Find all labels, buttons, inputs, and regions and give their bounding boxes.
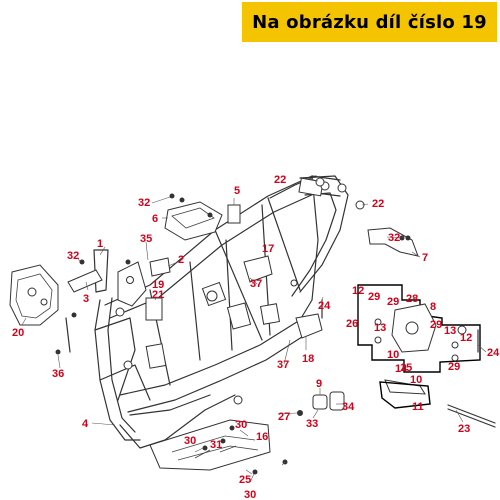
leader-lines [21, 177, 487, 483]
callout-label: 30 [235, 419, 247, 431]
right-bracket-part [367, 227, 419, 257]
bushing-part [312, 394, 328, 410]
callout-label: 27 [278, 411, 290, 423]
callout-label: 24 [318, 300, 331, 312]
front-bracket-part [9, 264, 59, 326]
callout-label: 36 [52, 368, 64, 380]
skid-plate-part [149, 419, 271, 471]
swingarm-parts [374, 303, 467, 362]
callout-label: 18 [302, 353, 314, 365]
callout-label: 23 [458, 423, 470, 435]
callout-label: 5 [234, 185, 240, 197]
bracket-18-part [295, 313, 323, 339]
callout-label: 37 [277, 359, 289, 371]
callout-label: 37 [250, 278, 262, 290]
callout-label: 1 [97, 238, 103, 250]
callout-label: 32 [138, 197, 150, 209]
callout-label: 20 [12, 327, 24, 339]
callout-label: 10 [387, 349, 399, 361]
callout-label: 2 [178, 254, 184, 266]
callout-label: 13 [374, 322, 386, 334]
callout-label: 14 [395, 363, 408, 375]
nut-22-part [315, 177, 325, 187]
part-number-banner: Na obrázku díl číslo 19 [242, 2, 497, 42]
callout-label: 35 [140, 233, 152, 245]
bolt-30-part [202, 445, 208, 451]
callout-label: 11 [412, 401, 424, 413]
callout-label: 19 [152, 279, 164, 291]
axle-23-part [447, 404, 496, 428]
callout-label: 13 [444, 325, 456, 337]
stud-36-part [65, 317, 71, 353]
banner-text: Na obrázku díl číslo 19 [252, 11, 487, 33]
callout-label: 32 [388, 232, 400, 244]
callout-label: 25 [239, 474, 251, 486]
callout-label: 29 [448, 361, 460, 373]
callout-label: 22 [274, 174, 286, 186]
callout-label: 21 [152, 289, 164, 301]
callout-label: 3 [83, 293, 89, 305]
bracket-2-part [149, 257, 171, 277]
callout-label: 8 [430, 301, 436, 313]
callout-label: 9 [316, 378, 322, 390]
main-frame [94, 175, 349, 449]
callout-label: 15 [400, 362, 412, 374]
callout-label: 16 [256, 431, 268, 443]
callout-label: 26 [346, 318, 358, 330]
bracket-19-part [117, 259, 147, 307]
callout-label: 24 [487, 347, 500, 359]
swingarm-subassembly-box [357, 284, 481, 373]
callout-label: 22 [372, 198, 384, 210]
callout-label: 12 [352, 285, 364, 297]
callout-label: 30 [184, 435, 196, 447]
callout-label: 7 [422, 252, 428, 264]
callout-label: 29 [430, 319, 442, 331]
callout-label: 10 [410, 374, 422, 386]
callout-label: 34 [342, 401, 355, 413]
callout-label: 28 [406, 293, 418, 305]
callout-label: 30 [244, 489, 256, 500]
callout-label: 32 [67, 250, 79, 262]
battery-tray-part [164, 197, 223, 241]
bracket-17-part [243, 255, 273, 283]
callout-label: 29 [368, 291, 380, 303]
bracket-3-part [67, 269, 103, 293]
link-subassembly-box [379, 381, 431, 409]
bolt-32-part [169, 193, 175, 199]
callout-label: 29 [387, 296, 399, 308]
callout-label: 12 [460, 332, 472, 344]
plate-part [227, 204, 241, 224]
callout-label: 4 [82, 418, 89, 430]
callout-label: 33 [306, 418, 318, 430]
callout-label: 6 [152, 213, 158, 225]
callout-label: 17 [262, 243, 274, 255]
plate-21-part [145, 297, 163, 321]
callout-label: 31 [210, 439, 222, 451]
